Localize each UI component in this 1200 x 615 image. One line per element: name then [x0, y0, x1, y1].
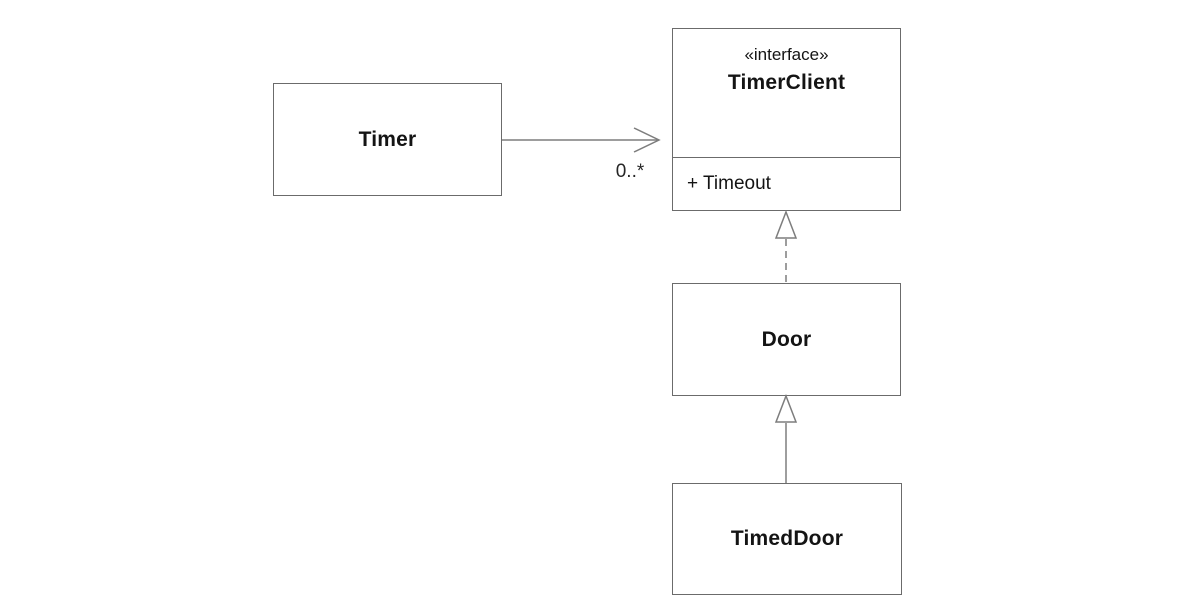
- timerclient-class-name: TimerClient: [727, 71, 846, 94]
- association-multiplicity-label: 0..*: [615, 161, 645, 182]
- hollow-triangle-icon: [774, 209, 798, 239]
- timerclient-operations-compartment: + Timeout: [673, 157, 900, 210]
- realization-arrow-door-to-timerclient: [774, 209, 798, 283]
- hollow-triangle-icon: [774, 393, 798, 423]
- open-arrowhead-icon: [633, 127, 661, 153]
- association-arrow-timer-to-timerclient: [502, 127, 661, 153]
- class-box-timerclient: «interface» TimerClient + Timeout: [672, 28, 901, 211]
- timerclient-stereotype: «interface»: [744, 45, 829, 64]
- timer-name-compartment: Timer: [274, 84, 501, 195]
- timeddoor-class-name: TimedDoor: [730, 527, 844, 550]
- timer-class-name: Timer: [358, 127, 417, 151]
- class-box-timer: Timer: [273, 83, 502, 196]
- timeddoor-name-compartment: TimedDoor: [673, 484, 901, 594]
- timerclient-name-compartment: «interface» TimerClient: [673, 29, 900, 157]
- class-box-door: Door: [672, 283, 901, 396]
- class-box-timeddoor: TimedDoor: [672, 483, 902, 595]
- timerclient-operation-timeout: + Timeout: [687, 173, 771, 194]
- door-name-compartment: Door: [673, 284, 900, 395]
- generalization-arrow-timeddoor-to-door: [774, 393, 798, 483]
- door-class-name: Door: [761, 327, 812, 351]
